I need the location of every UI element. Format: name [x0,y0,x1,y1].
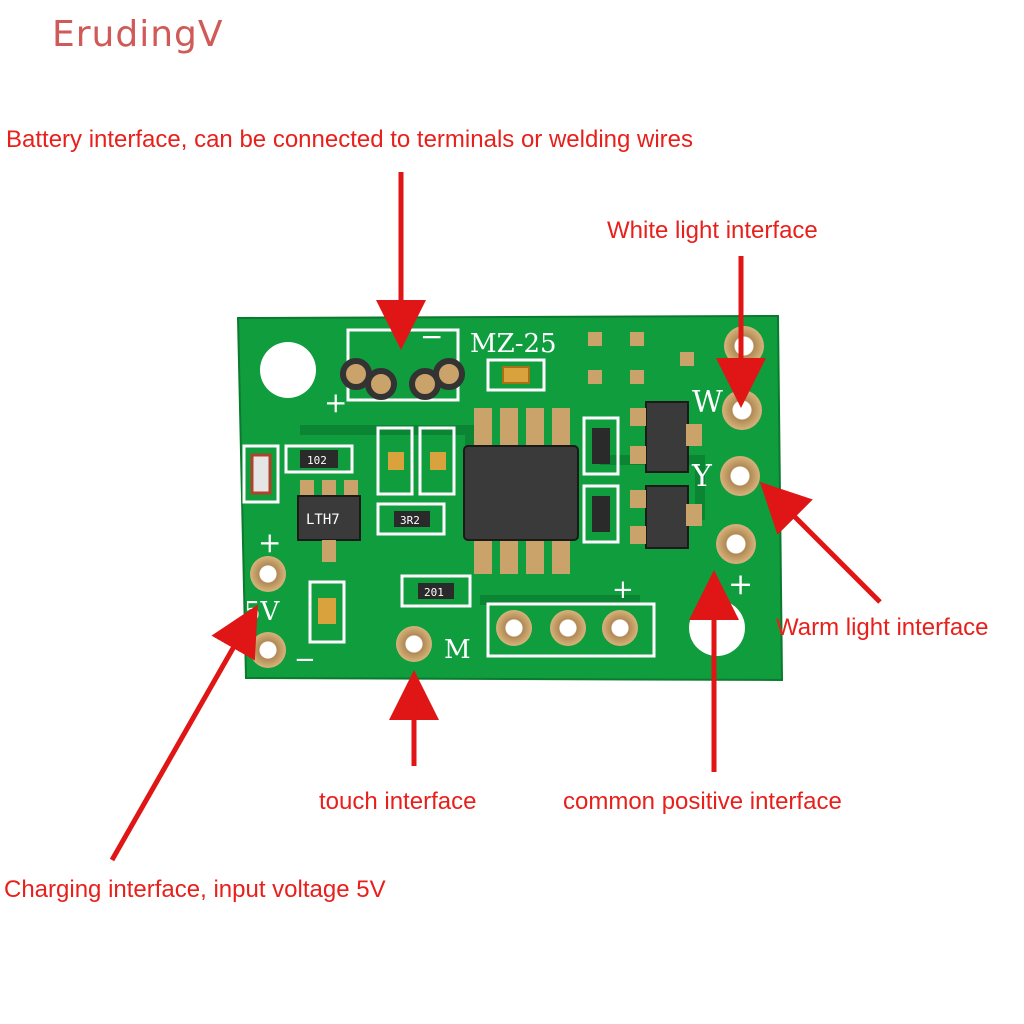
mounting-hole [689,600,745,656]
silk-ltht: LTH7 [306,512,340,528]
label-touch-interface: touch interface [319,788,477,815]
label-warm-light-interface: Warm light interface [776,614,989,641]
watermark-brand: ErudingV [52,14,224,55]
silk-battery-minus: − [420,320,443,353]
label-battery-interface: Battery interface, can be connected to t… [6,126,694,153]
silk-5v: 5V [244,597,281,627]
silk-m: M [444,635,471,665]
silk-r201: 201 [424,586,444,599]
silk-w: W [692,385,723,420]
silk-common-plus: + [728,567,753,602]
touch-pad [396,626,432,662]
silk-y: Y [691,459,713,494]
bottom-switch-pads [486,602,656,658]
arrow-warm-light [759,481,882,604]
silk-charge-minus: − [294,645,316,675]
smd-components-top [486,332,694,392]
charging-pads [250,556,286,668]
silk-charge-plus: + [258,526,281,559]
silk-r3r2: 3R2 [400,514,420,527]
label-white-light-interface: White light interface [607,217,818,244]
silk-switch-plus: + [612,575,634,605]
silk-model: MZ-25 [470,329,557,359]
smd-components-left: 102 LTH7 3R2 201 [242,426,472,644]
mounting-hole [260,342,316,398]
smd-components-right [582,401,702,549]
callout-arrows [109,172,882,862]
main-ic-chip [463,408,579,574]
silk-battery-plus: + [324,386,347,419]
label-common-positive-interface: common positive interface [563,788,842,815]
silk-r102: 102 [307,454,327,467]
label-charging-interface: Charging interface, input voltage 5V [4,876,386,903]
arrow-charging [109,604,258,862]
